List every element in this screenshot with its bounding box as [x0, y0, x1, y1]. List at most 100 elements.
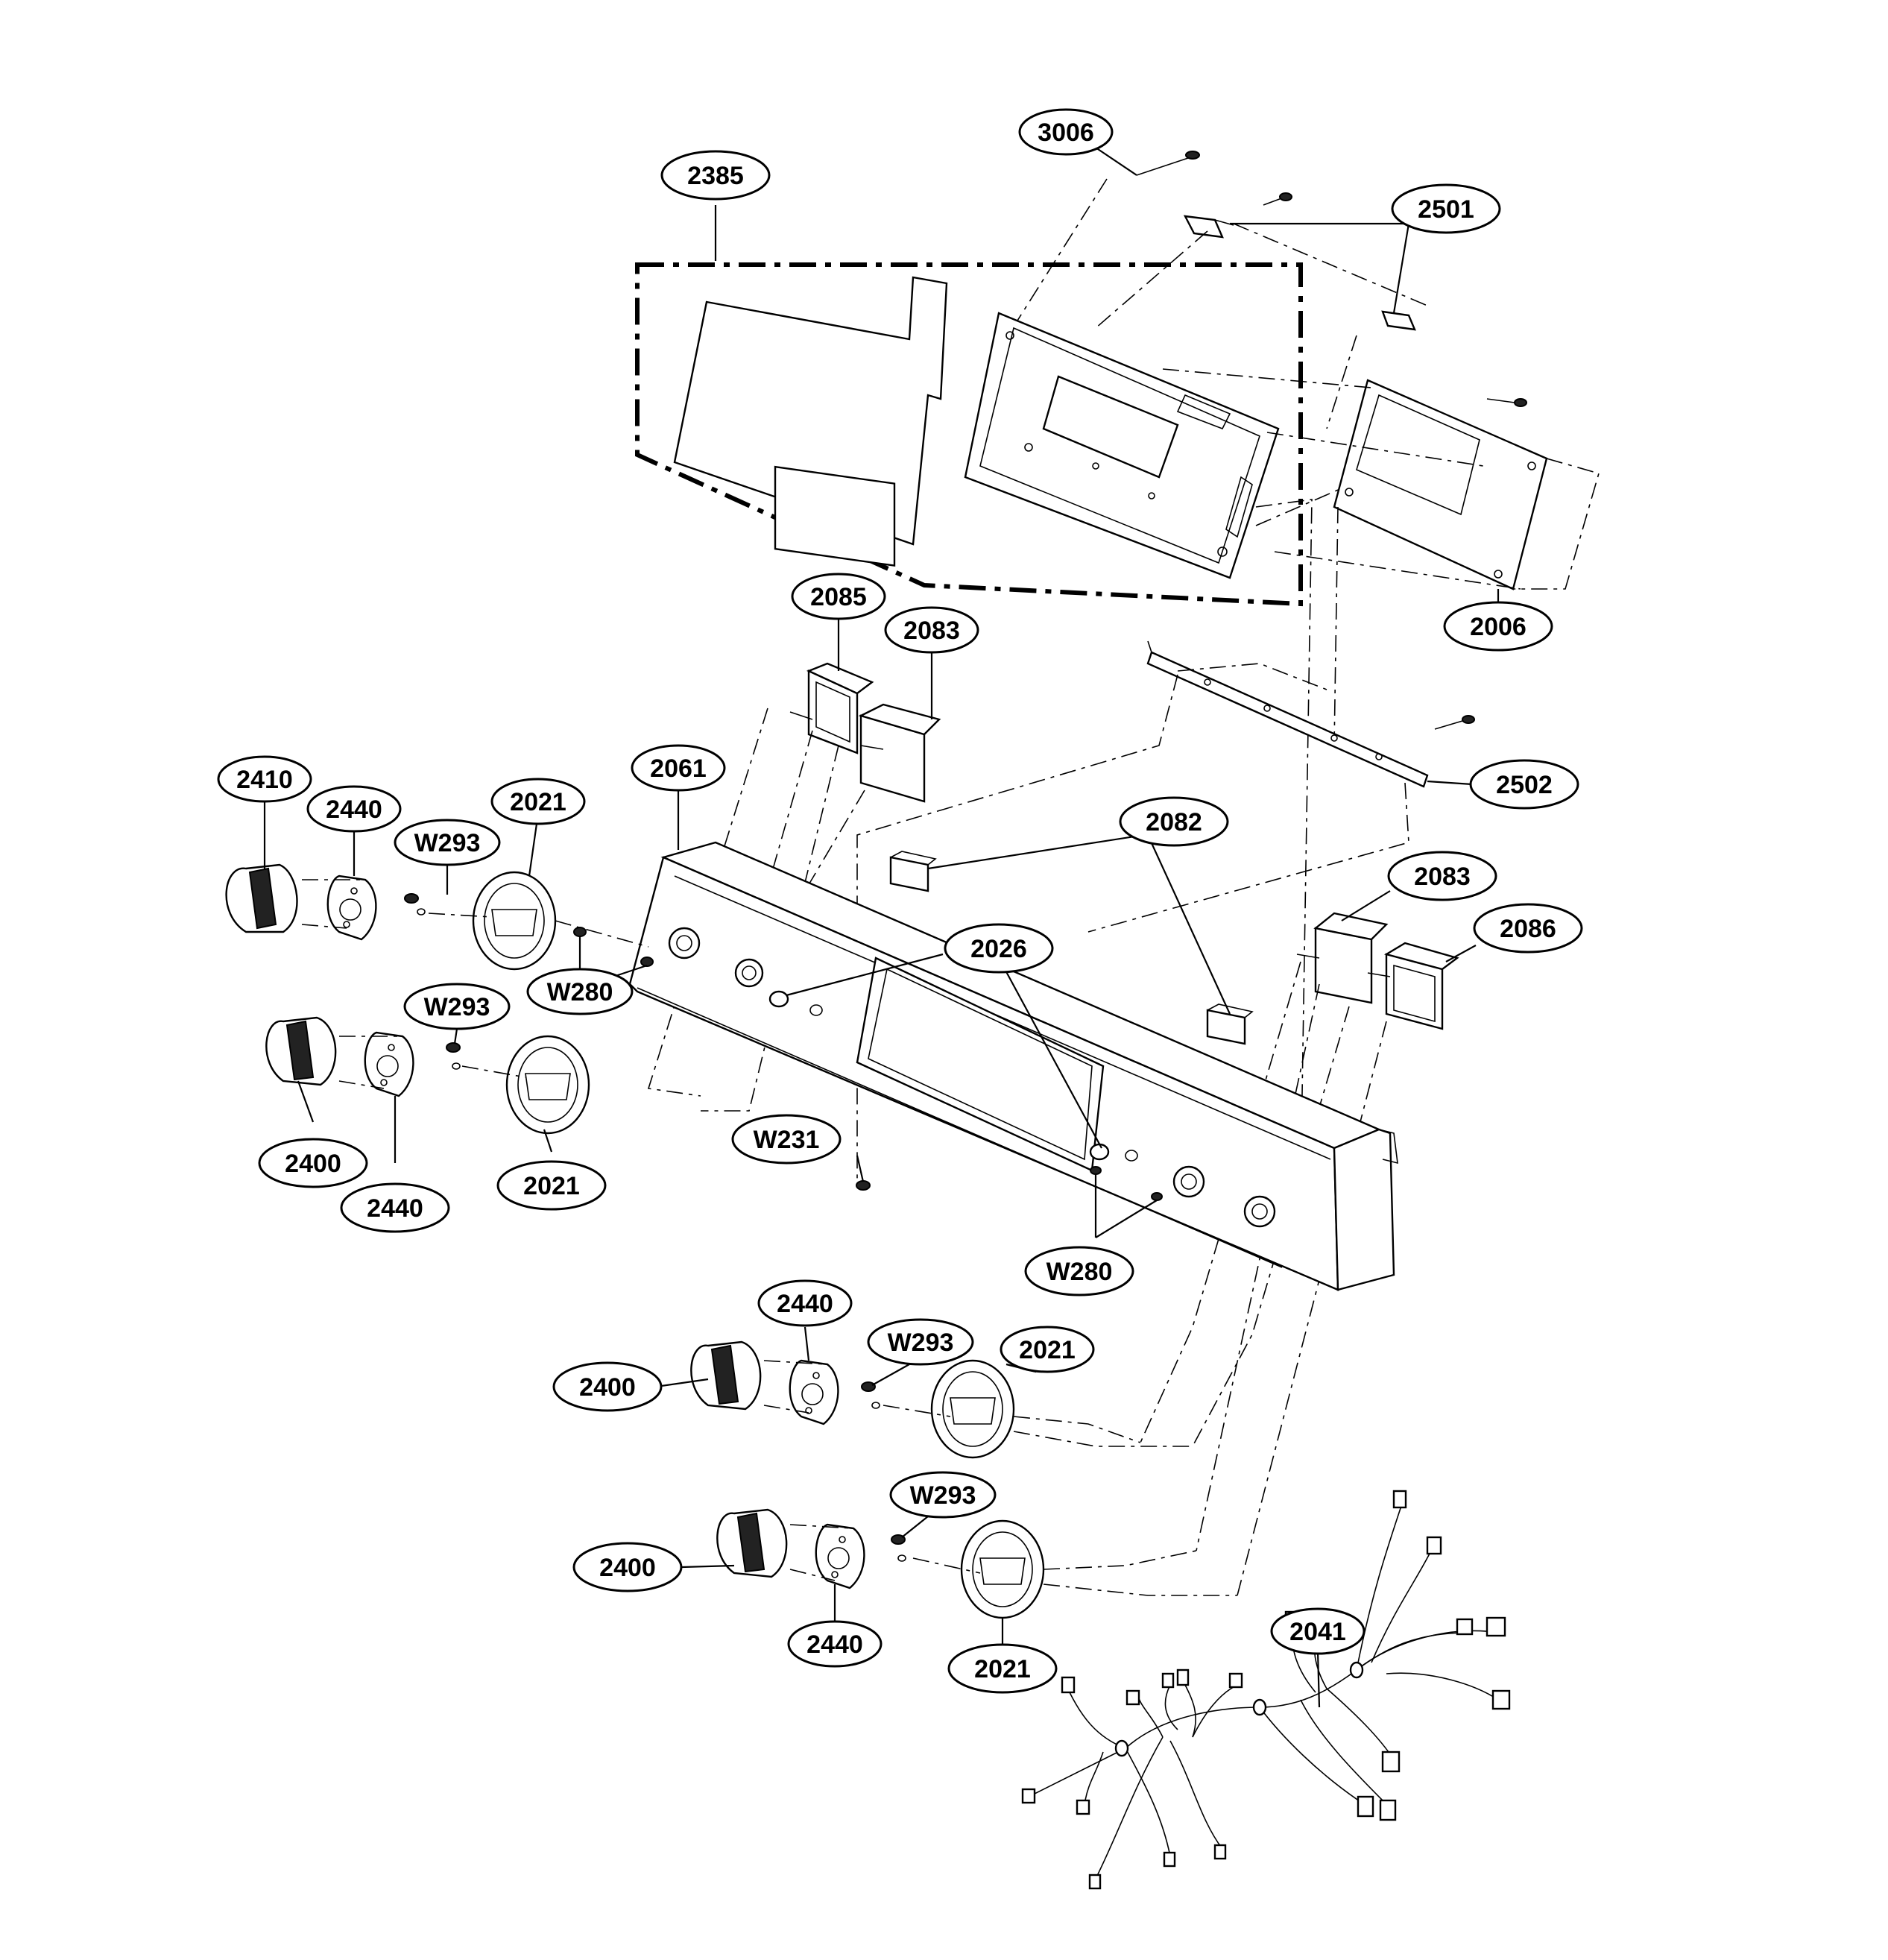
wire-harness-2041 [1021, 1490, 1511, 1890]
svg-text:2502: 2502 [1496, 771, 1553, 799]
svg-text:2021: 2021 [523, 1172, 580, 1200]
callout-w231: W231 [731, 1114, 842, 1165]
svg-text:2082: 2082 [1146, 808, 1202, 836]
svg-text:W293: W293 [888, 1329, 954, 1357]
switch-2085 [789, 662, 874, 754]
svg-text:2410: 2410 [236, 766, 293, 794]
callout-2501: 2501 [1391, 183, 1501, 234]
callout-2086: 2086 [1473, 903, 1583, 954]
knob-skirt-2440-d [815, 1523, 865, 1589]
callout-2083-top: 2083 [884, 606, 979, 654]
switch-2082-a [889, 851, 937, 892]
svg-text:2021: 2021 [974, 1655, 1031, 1683]
callout-2400-b: 2400 [552, 1361, 663, 1412]
svg-text:W293: W293 [414, 829, 481, 857]
switch-2083-right [1296, 912, 1389, 1004]
svg-text:2400: 2400 [285, 1150, 341, 1178]
svg-text:W231: W231 [754, 1126, 820, 1154]
svg-text:2501: 2501 [1418, 195, 1474, 224]
knob-skirt-2440-c [789, 1359, 839, 1425]
clip-w280-b [1090, 1166, 1163, 1201]
callout-2440-d: 2440 [787, 1620, 883, 1668]
overlay-sheet [673, 276, 948, 567]
screw-2006 [1486, 398, 1527, 407]
svg-text:2083: 2083 [903, 617, 960, 645]
callout-2410: 2410 [217, 755, 312, 803]
callout-2021-b: 2021 [496, 1160, 607, 1211]
dashed-knob-a [301, 879, 649, 948]
svg-text:2006: 2006 [1470, 613, 1526, 641]
screw-w293-c [861, 1381, 880, 1409]
bezel-2021-d [960, 1519, 1045, 1619]
bracket-2501-a [1183, 215, 1234, 239]
callout-2021-d: 2021 [947, 1643, 1058, 1694]
switch-2086 [1367, 942, 1459, 1030]
callout-2041: 2041 [1270, 1607, 1366, 1655]
dashed-knob-c [763, 1360, 1193, 1447]
bracket-2501-b [1381, 310, 1416, 331]
callout-2502: 2502 [1469, 759, 1579, 810]
callout-w280-a: W280 [526, 968, 634, 1015]
svg-text:2086: 2086 [1500, 915, 1556, 943]
callout-2021-a: 2021 [490, 778, 586, 825]
screw-w293-d [891, 1534, 906, 1562]
callout-2385: 2385 [660, 150, 771, 201]
svg-text:2440: 2440 [367, 1194, 423, 1223]
knob-2410 [225, 863, 298, 933]
callout-2082: 2082 [1119, 796, 1229, 847]
callout-2440-b: 2440 [340, 1182, 450, 1233]
svg-text:W280: W280 [547, 978, 613, 1006]
knob-skirt-2440-b [364, 1031, 414, 1097]
switch-2082-b [1206, 1003, 1254, 1045]
switch-2083-top [858, 703, 941, 803]
svg-text:2440: 2440 [326, 795, 382, 824]
control-panel-2061 [628, 841, 1398, 1291]
callout-2021-c: 2021 [1000, 1326, 1095, 1373]
callout-w293-d: W293 [889, 1471, 997, 1519]
svg-text:2026: 2026 [970, 935, 1027, 963]
knob-skirt-2440-a [326, 875, 377, 941]
svg-text:W293: W293 [910, 1481, 976, 1510]
dashed-knob-b [338, 1036, 526, 1089]
knob-2400-c [716, 1508, 788, 1578]
screw-w231 [856, 1180, 871, 1191]
callout-2026: 2026 [944, 923, 1054, 974]
bezel-2021-a [472, 871, 557, 971]
dashed-knob-d [789, 1524, 1237, 1596]
screw-w293-a [404, 893, 426, 916]
callout-w293-c: W293 [867, 1318, 974, 1366]
callout-2083-right: 2083 [1387, 851, 1497, 901]
svg-text:2021: 2021 [510, 788, 566, 816]
svg-text:2400: 2400 [579, 1373, 636, 1402]
screw-top-right [1263, 192, 1292, 206]
svg-text:W280: W280 [1046, 1258, 1113, 1286]
callout-2085: 2085 [791, 573, 886, 620]
svg-text:2440: 2440 [806, 1630, 863, 1659]
svg-text:2400: 2400 [599, 1554, 656, 1582]
callout-2440-c: 2440 [757, 1279, 853, 1327]
svg-text:2021: 2021 [1019, 1336, 1076, 1364]
screw-3006 [1136, 151, 1200, 176]
knob-2400-a [265, 1016, 337, 1086]
svg-text:2083: 2083 [1414, 863, 1471, 891]
callout-2400-c: 2400 [572, 1542, 683, 1592]
rail-2502 [1146, 640, 1475, 788]
callout-w293-b: W293 [403, 983, 511, 1030]
svg-text:2041: 2041 [1289, 1618, 1346, 1646]
callout-2061: 2061 [631, 744, 726, 792]
bezel-2021-c [930, 1359, 1015, 1459]
callout-w280-b: W280 [1024, 1246, 1134, 1296]
svg-text:2440: 2440 [777, 1290, 833, 1318]
knob-2400-b [690, 1340, 762, 1411]
callout-2400-a: 2400 [258, 1138, 368, 1188]
display-board-2006 [1333, 379, 1548, 590]
svg-text:2385: 2385 [687, 162, 744, 190]
dashed-leaders-right-switches [1140, 961, 1387, 1596]
callout-3006: 3006 [1018, 108, 1114, 156]
control-board-frame [964, 312, 1280, 579]
svg-text:2061: 2061 [650, 754, 707, 783]
dashed-leaders-upper [1017, 178, 1600, 1186]
callout-leaders [263, 147, 1500, 1708]
callout-2006: 2006 [1443, 601, 1553, 652]
